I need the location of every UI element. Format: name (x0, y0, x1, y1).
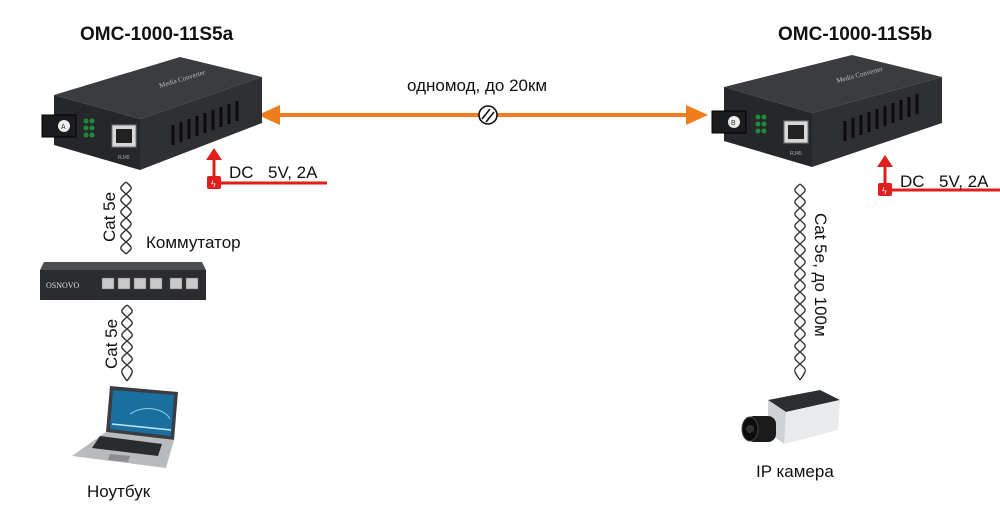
laptop-label: Ноутбук (87, 482, 151, 501)
right-power-spec-label: 5V, 2A (939, 172, 989, 191)
switch-icon: OSNOVO (40, 262, 206, 300)
power-arrow-icon: ϟ (206, 148, 327, 189)
network-switch: OSNOVO (38, 258, 208, 302)
svg-text:ϟ: ϟ (882, 186, 887, 196)
right-power-input: ϟ (876, 155, 1000, 197)
right-media-converter: Media Converter B RJ45 (711, 55, 944, 175)
switch-label: Коммутатор (146, 233, 241, 252)
svg-text:OSNOVO: OSNOVO (46, 281, 80, 290)
left-power-spec-label: 5V, 2A (268, 163, 318, 182)
laptop (70, 384, 182, 472)
right-cable-label: Cat 5e, до 100м (811, 213, 830, 337)
fiber-link-label: одномод, до 20км (407, 76, 548, 95)
laptop-icon (72, 386, 178, 468)
left-cable-top (119, 181, 133, 255)
left-converter-title: OMC-1000-11S5a (80, 24, 234, 45)
left-power-input: ϟ (205, 148, 327, 190)
media-converter-icon: Media Converter B RJ45 (711, 55, 942, 167)
left-media-converter: Media Converter A RJ45 (40, 55, 265, 175)
right-cable (793, 183, 807, 381)
twisted-pair-icon (121, 304, 133, 382)
twisted-pair-icon (120, 181, 132, 255)
svg-text:B: B (731, 120, 736, 127)
ip-camera (740, 388, 840, 450)
svg-text:A: A (61, 124, 66, 131)
svg-text:RJ45: RJ45 (790, 151, 802, 157)
ip-camera-label: IP камера (756, 462, 834, 481)
twisted-pair-icon (794, 183, 806, 381)
svg-text:ϟ: ϟ (211, 179, 216, 189)
media-converter-icon: Media Converter A RJ45 (41, 57, 262, 170)
right-converter-title: OMC-1000-11S5b (778, 24, 933, 45)
svg-text:RJ45: RJ45 (118, 155, 130, 161)
left-cable-bottom (120, 304, 134, 382)
right-power-dc-label: DC (900, 172, 925, 191)
fiber-splice-icon (477, 104, 499, 126)
left-cable-bottom-label: Cat 5e (102, 318, 121, 369)
left-power-dc-label: DC (229, 163, 254, 182)
camera-icon (741, 390, 840, 444)
power-arrow-icon: ϟ (877, 155, 1000, 196)
left-cable-top-label: Cat 5e (100, 191, 119, 242)
